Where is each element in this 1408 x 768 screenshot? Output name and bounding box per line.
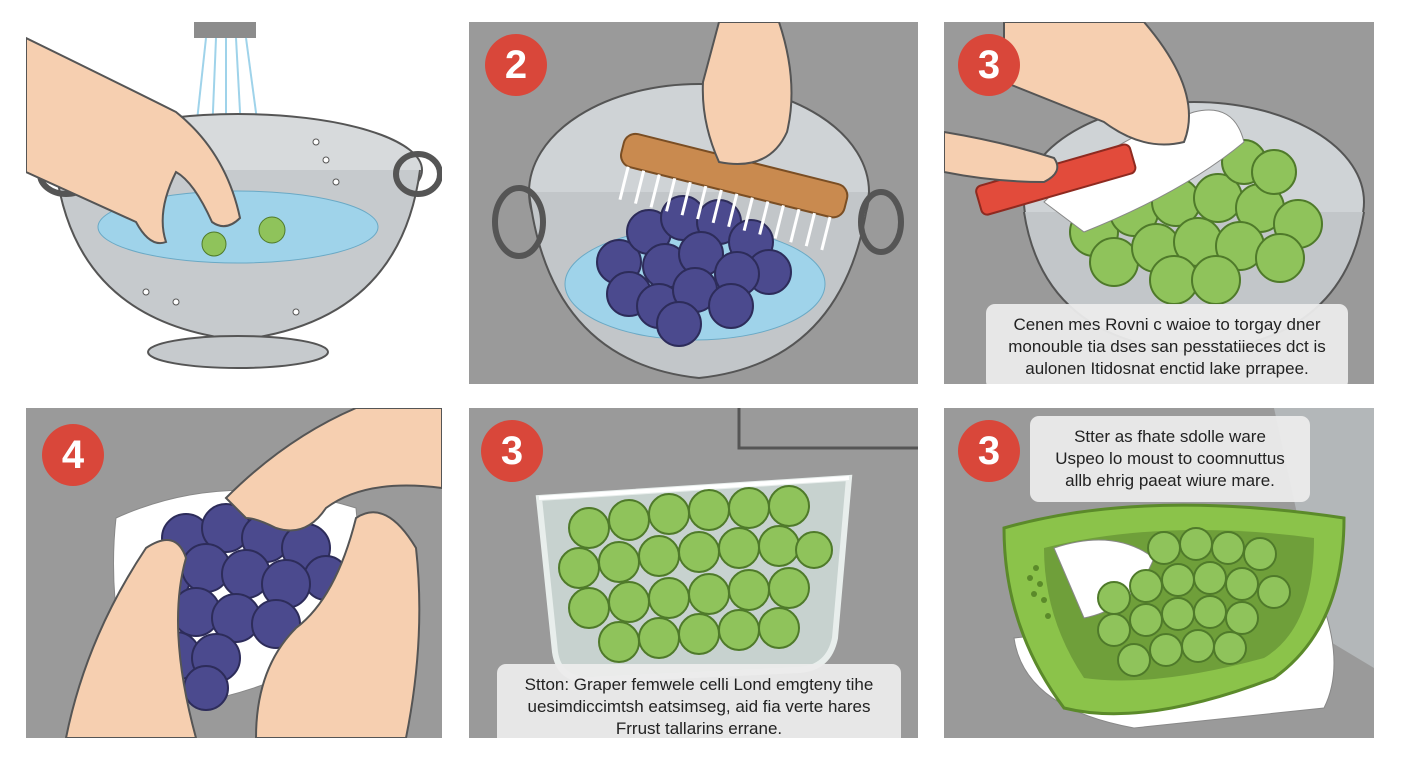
caption-line: uesimdiccimtsh eatsimseg, aid fia verte … [527,697,871,716]
caption-line: Uspeo lo moust to coomnuttus [1055,449,1285,468]
panel-step-4: 4 [26,408,442,738]
caption-line: aulonen Itidosnat enctid lake prrapee. [1025,359,1309,378]
step-badge: 3 [958,420,1020,482]
caption-line: allb ehrig paeat wiure mare. [1065,471,1275,490]
step-badge: 4 [42,424,104,486]
step-caption: Stter as fhate sdolle ware Uspeo lo mous… [1030,416,1310,502]
rinse-colander-illustration [26,22,442,369]
step-caption: Cenen mes Rovni c waioe to torgay dner m… [986,304,1348,384]
panel-step-3: 3 Cenen mes Rovni c waioe to torgay dner… [944,22,1374,384]
caption-line: Stton: Graper femwele celli Lond emgteny… [524,675,874,694]
caption-line: Cenen mes Rovni c waioe to torgay dner [1013,315,1321,334]
brush-colander-illustration [469,22,918,384]
panel-step-2: 2 [469,22,918,384]
step-badge: 2 [485,34,547,96]
step-badge: 3 [958,34,1020,96]
step-caption: Stton: Graper femwele celli Lond emgteny… [497,664,901,738]
panel-step-1 [26,22,442,384]
step-badge: 3 [481,420,543,482]
caption-line: monouble tia dses san pesstatiieces dct … [1008,337,1326,356]
panel-step-5: 3 Stton: Graper femwele celli Lond emgte… [469,408,918,738]
caption-line: Stter as fhate sdolle ware [1074,427,1266,446]
caption-line: Frrust tallarins errane. [615,719,783,738]
pat-dry-illustration [26,408,442,738]
panel-step-6: 3 Stter as fhate sdolle ware Uspeo lo mo… [944,408,1374,738]
